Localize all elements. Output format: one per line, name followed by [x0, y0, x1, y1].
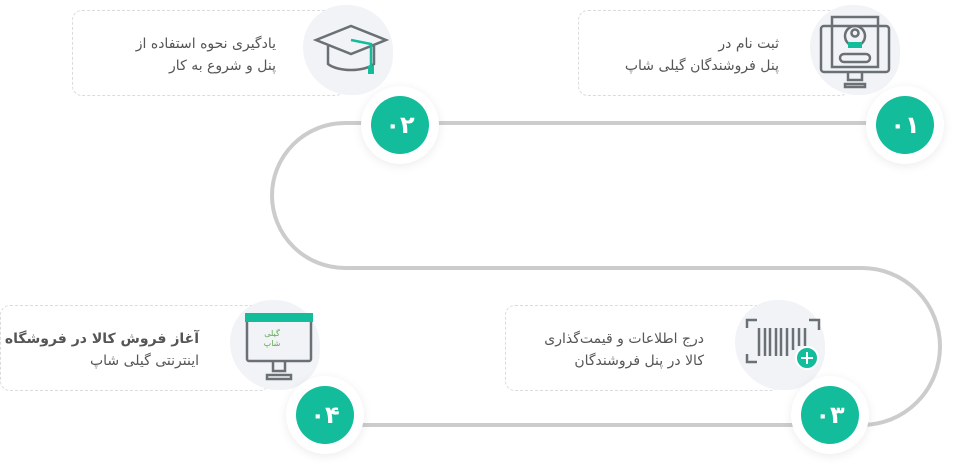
monitor-store-icon: گیلی شاپ	[245, 313, 313, 383]
barcode-add-icon	[745, 318, 821, 370]
step-1-line1: ثبت نام در	[718, 36, 779, 52]
step-4-line2: اینترنتی گیلی شاپ	[89, 353, 199, 369]
step-card-4: آغاز فروش کالا در فروشگاه اینترنتی گیلی ش…	[0, 305, 270, 391]
step-badge-1: ۰۱	[866, 86, 944, 164]
step-1-line2: پنل فروشندگان گیلی شاپ	[624, 58, 779, 74]
step-2-line1: یادگیری نحوه استفاده از	[135, 36, 276, 52]
step-4-line1: آغاز فروش کالا در فروشگاه	[4, 331, 199, 347]
step-3-line1: درج اطلاعات و قیمت‌گذاری	[544, 331, 704, 347]
step-badge-4: ۰۴	[286, 376, 364, 454]
step-badge-2: ۰۲	[361, 86, 439, 164]
step-card-1: ثبت نام در پنل فروشندگان گیلی شاپ	[578, 10, 850, 96]
store-logo-text: گیلی شاپ	[263, 329, 281, 348]
graduation-cap-icon	[313, 24, 389, 74]
step-3-line2: کالا در پنل فروشندگان	[574, 353, 704, 369]
step-2-line2: پنل و شروع به کار	[169, 58, 276, 74]
step-badge-3: ۰۳	[791, 376, 869, 454]
monitor-user-login-icon	[819, 15, 891, 89]
